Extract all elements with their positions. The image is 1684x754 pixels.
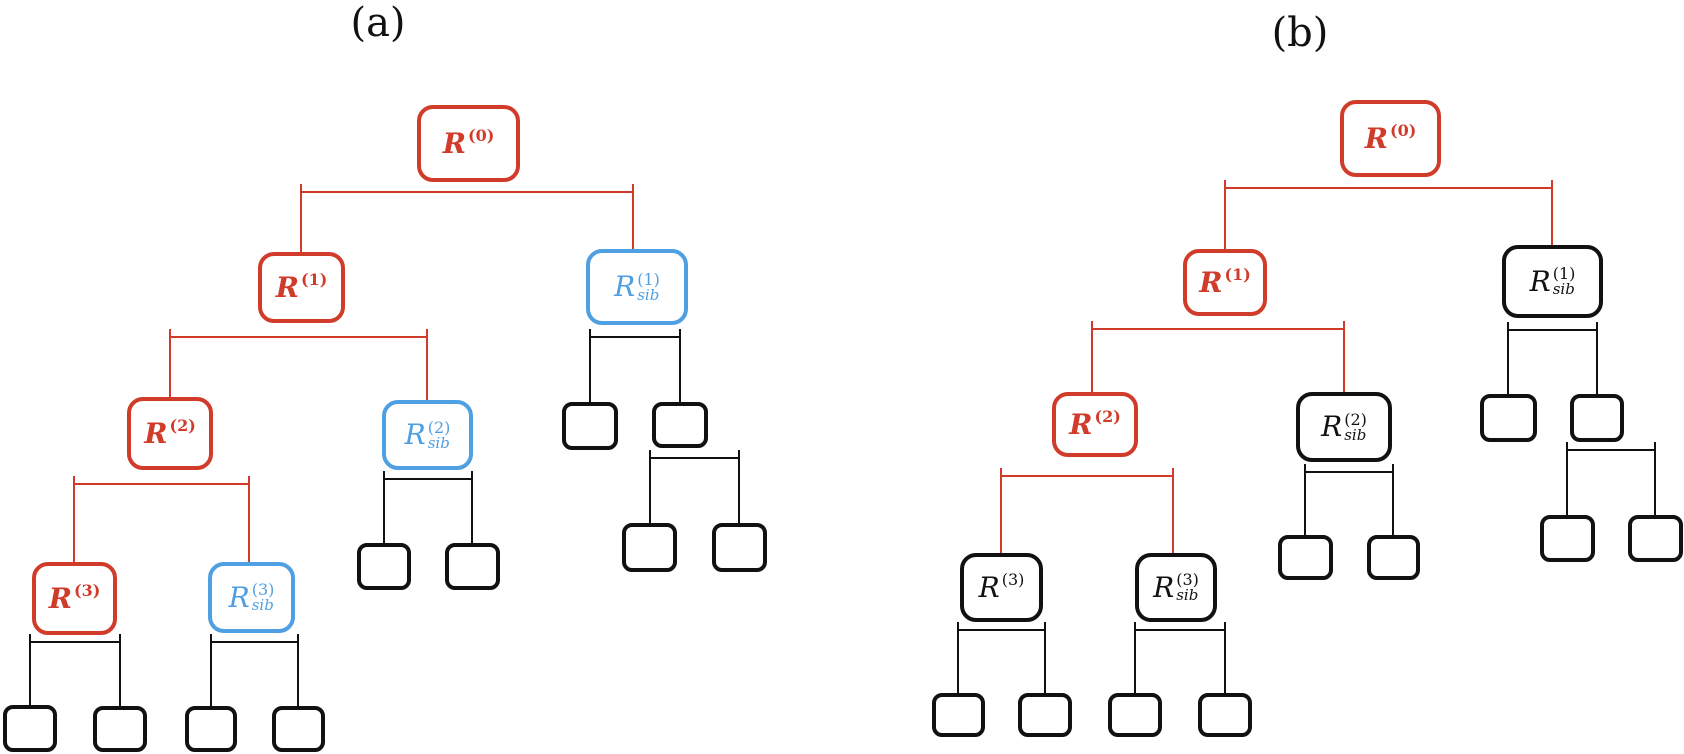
leaf-node-b: [1540, 515, 1595, 562]
node-label-scripts: (2): [170, 418, 196, 449]
node-b-R3: R(3): [960, 553, 1043, 622]
node-label-superscript: (1): [1224, 265, 1251, 284]
node-label-scripts: (2)sib: [427, 417, 451, 452]
leaf-node-b: [1108, 693, 1162, 737]
node-b-R3-sib: R(3)sib: [1135, 553, 1217, 622]
node-label-superscript: (2): [169, 416, 196, 435]
node-label-subscript: sib: [1552, 280, 1575, 298]
leaf-node-b: [1628, 515, 1683, 562]
node-label-scripts: (0): [468, 128, 494, 159]
node-label-base: R: [1199, 265, 1223, 299]
node-label-subscript: [74, 599, 100, 614]
node-a-R1-sib: R(1)sib: [586, 249, 688, 325]
node-label-subscript: sib: [1176, 586, 1199, 604]
leaf-node-a: [357, 543, 411, 590]
node-label-superscript: (0): [468, 126, 495, 145]
node-label-scripts: (3): [1002, 572, 1025, 603]
leaf-node-a: [272, 706, 325, 752]
node-label-scripts: (3)sib: [252, 582, 275, 613]
node-label-base: R: [1364, 121, 1388, 155]
node-label-scripts: (2)sib: [1344, 409, 1367, 444]
node-a-R3-sib: R(3)sib: [208, 562, 295, 633]
node-label-scripts: (1): [301, 272, 327, 303]
node-label-scripts: (1): [1225, 267, 1251, 298]
node-label-superscript: (1): [301, 270, 328, 289]
leaf-node-b: [1570, 394, 1624, 442]
node-label-base: R: [404, 418, 426, 451]
node-label-scripts: (1)sib: [1553, 266, 1576, 297]
node-a-R3: R(3): [32, 562, 117, 635]
node-label-scripts: (1)sib: [637, 269, 660, 304]
leaf-node-a: [93, 706, 147, 752]
node-b-R0: R(0): [1340, 100, 1441, 177]
node-label-subscript: [301, 288, 327, 303]
node-label-subscript: [1390, 139, 1416, 154]
leaf-node-b: [1198, 693, 1252, 737]
node-label-scripts: (3): [74, 583, 100, 614]
node-label-superscript: (0): [1390, 121, 1417, 140]
node-label-base: R: [978, 570, 1000, 604]
node-label-subscript: sib: [251, 596, 274, 614]
node-label-superscript: (1): [637, 269, 660, 289]
node-label-base: R: [1321, 410, 1343, 443]
node-label-base: R: [1069, 407, 1093, 441]
node-label-subscript: [1002, 588, 1025, 603]
leaf-node-a: [652, 402, 708, 448]
leaf-node-b: [932, 693, 985, 737]
node-label-superscript: (2): [427, 417, 451, 437]
node-label-superscript: (3): [251, 580, 275, 599]
node-label-base: R: [144, 416, 168, 450]
leaf-node-a: [712, 523, 767, 572]
node-label-subscript: [1225, 283, 1251, 298]
node-label-scripts: (0): [1390, 123, 1416, 154]
leaf-node-b: [1367, 535, 1420, 580]
node-label-subscript: sib: [427, 433, 450, 452]
leaf-node-b: [1018, 693, 1072, 737]
node-a-R2: R(2): [127, 397, 213, 470]
node-label-base: R: [275, 270, 299, 304]
node-label-superscript: (2): [1094, 407, 1121, 426]
node-label-base: R: [228, 580, 250, 614]
panel-label-b: (b): [1271, 10, 1329, 56]
node-label-superscript: (2): [1344, 409, 1367, 429]
node-label-base: R: [1529, 264, 1551, 298]
node-label-subscript: [1095, 425, 1121, 440]
node-b-R2: R(2): [1052, 392, 1138, 457]
node-label-superscript: (3): [74, 581, 101, 600]
node-label-base: R: [442, 126, 466, 160]
leaf-node-a: [3, 705, 57, 752]
node-label-scripts: (3)sib: [1176, 572, 1199, 603]
node-label-subscript: [468, 144, 494, 159]
leaf-node-a: [562, 402, 618, 450]
node-b-R1-sib: R(1)sib: [1502, 245, 1603, 318]
node-label-base: R: [1153, 570, 1175, 604]
node-a-R0: R(0): [417, 105, 520, 182]
node-a-R1: R(1): [258, 252, 345, 323]
leaf-node-b: [1278, 535, 1333, 580]
node-label-subscript: sib: [1344, 425, 1367, 444]
node-b-R2-sib: R(2)sib: [1296, 392, 1392, 462]
node-label-superscript: (3): [1176, 570, 1199, 589]
node-label-superscript: (3): [1001, 570, 1025, 589]
node-label-superscript: (1): [1552, 264, 1576, 283]
leaf-node-a: [445, 543, 500, 590]
panel-label-a: (a): [350, 0, 406, 46]
leaf-node-a: [185, 706, 237, 752]
node-label-base: R: [614, 270, 636, 303]
node-label-base: R: [48, 581, 72, 615]
leaf-node-b: [1480, 394, 1537, 442]
leaf-node-a: [622, 523, 677, 572]
node-label-scripts: (2): [1095, 409, 1121, 440]
node-label-subscript: sib: [637, 285, 660, 304]
node-b-R1: R(1): [1183, 249, 1267, 316]
node-a-R2-sib: R(2)sib: [382, 400, 473, 470]
node-label-subscript: [170, 434, 196, 449]
